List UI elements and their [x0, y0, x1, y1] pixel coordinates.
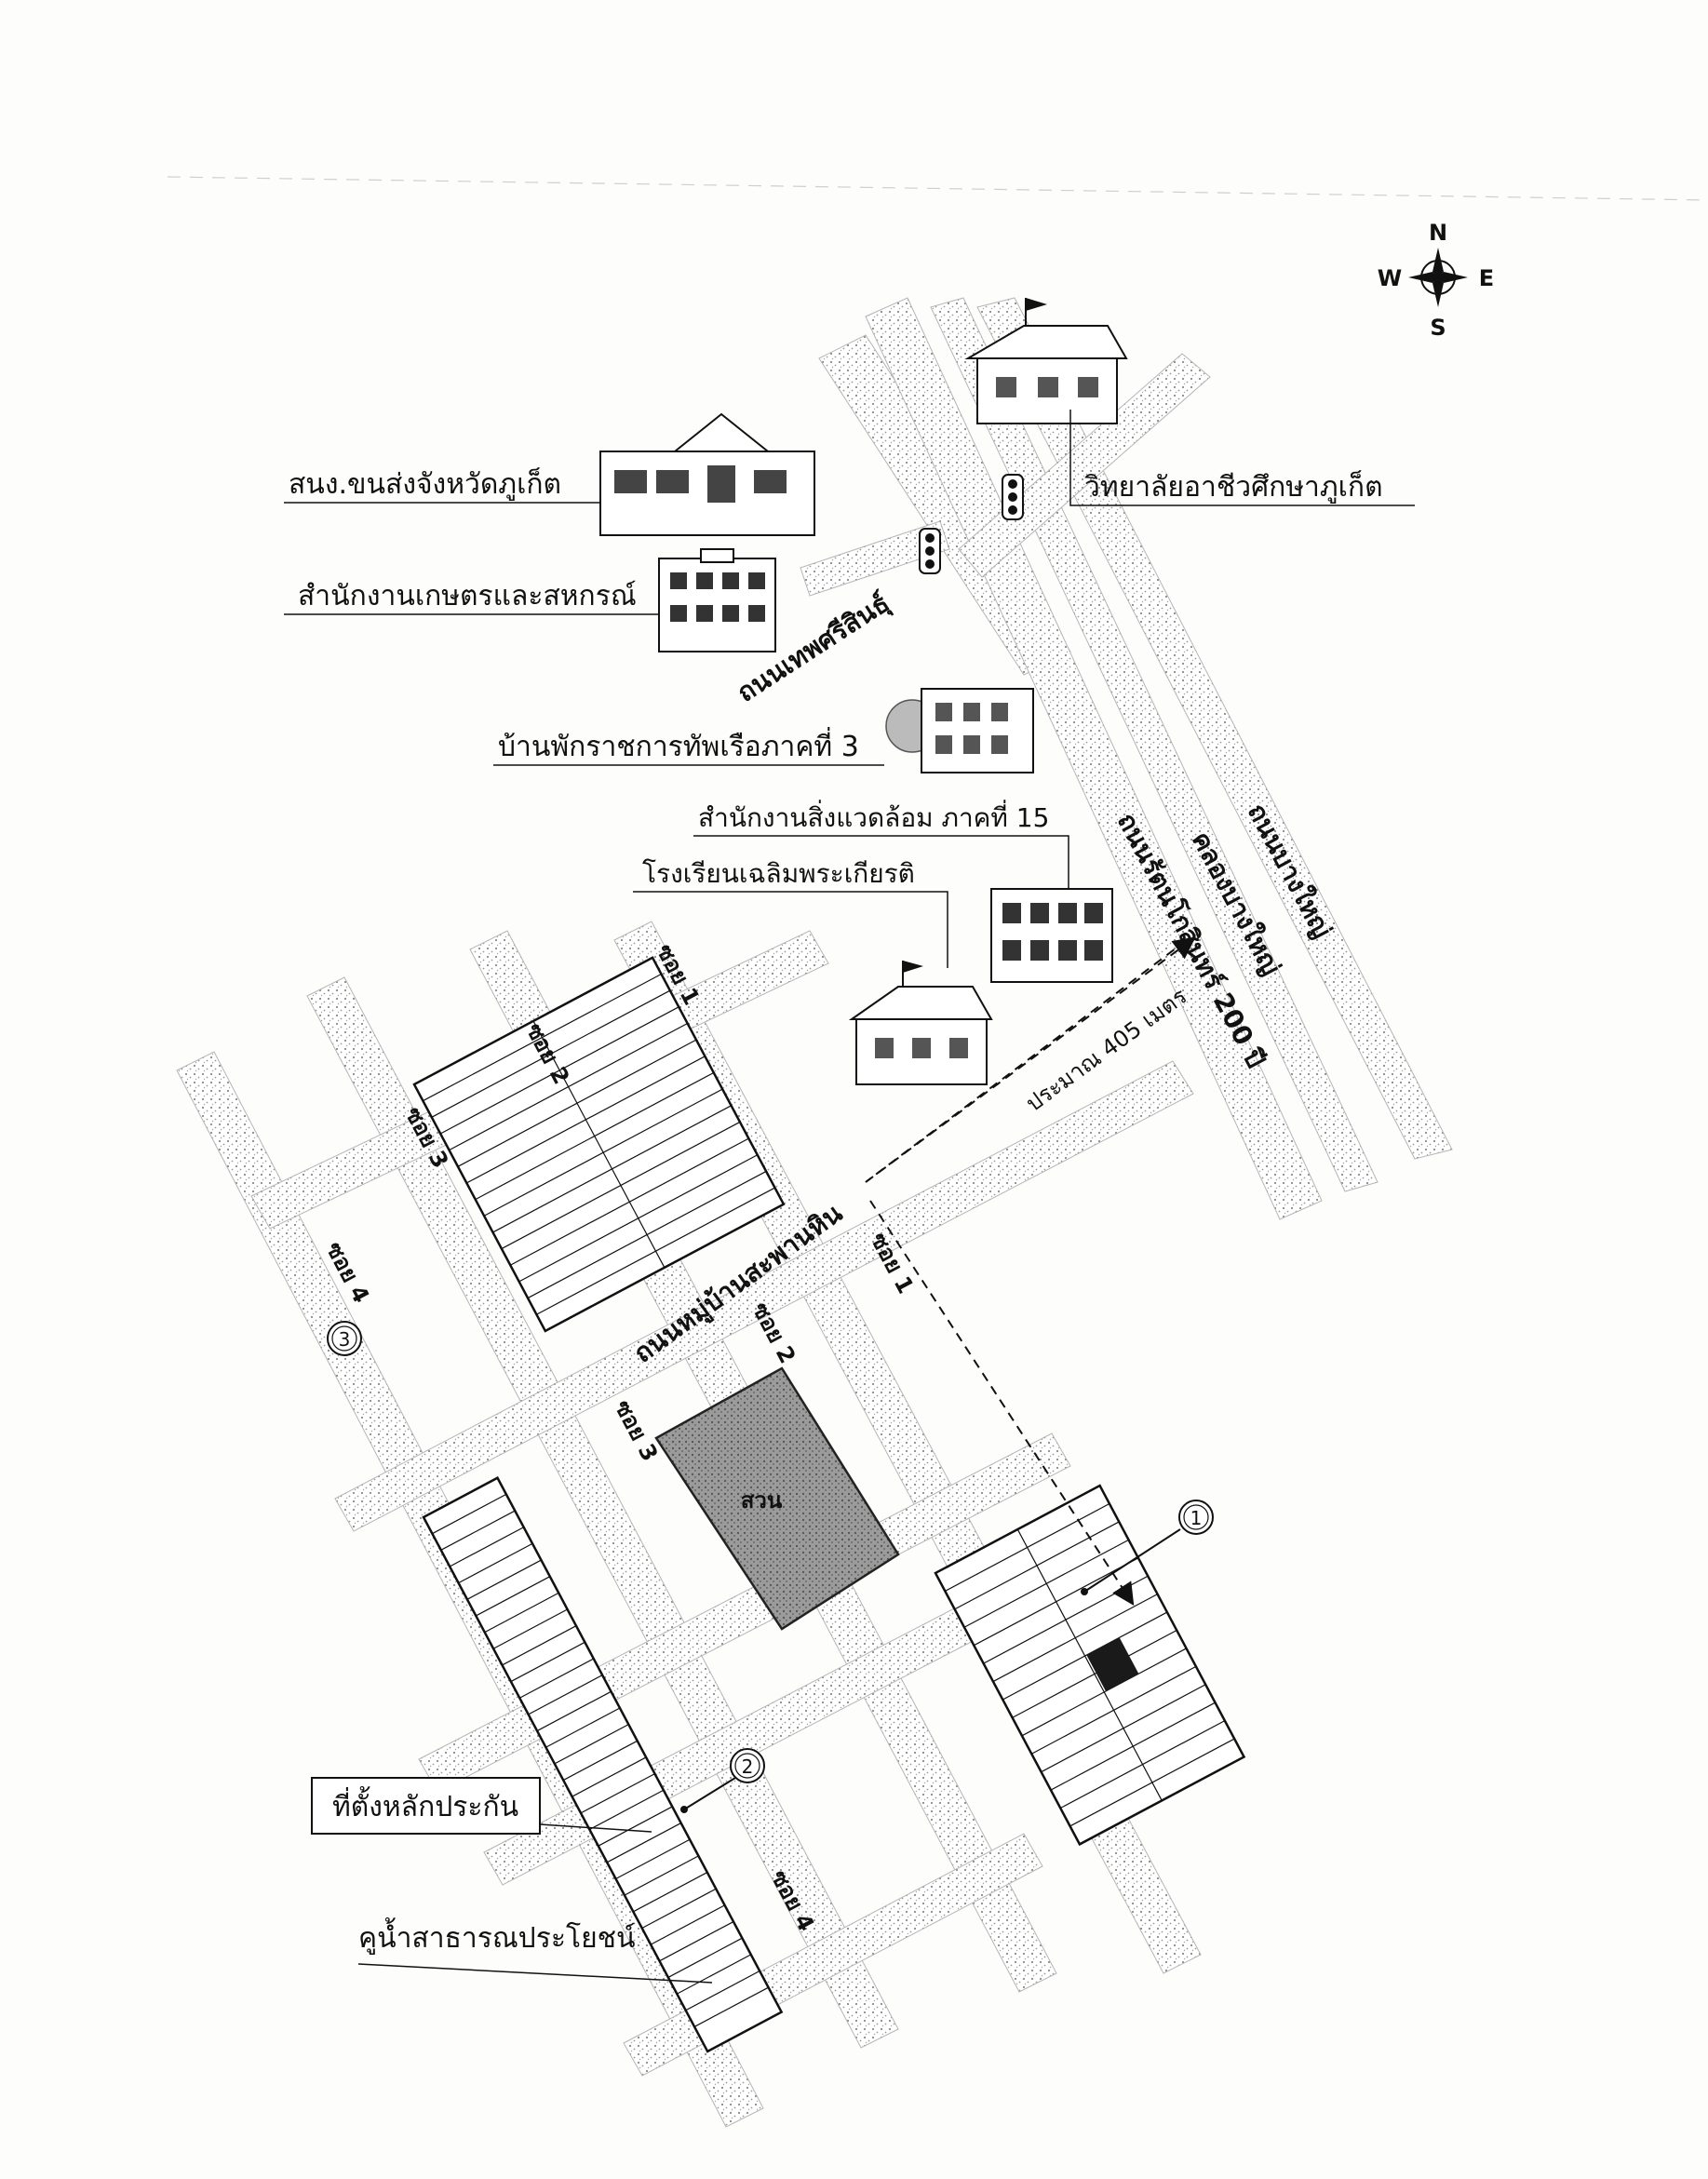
- label-transport: สนง.ขนส่งจังหวัดภูเก็ต: [289, 466, 561, 501]
- label-navy-housing: บ้านพักราชการทัพเรือภาคที่ 3: [498, 727, 859, 763]
- legend-collateral: ที่ตั้งหลักประกัน: [311, 1777, 652, 1835]
- legend-canal: คูน้ำสาธารณประโยชน์: [357, 1917, 713, 1984]
- scan-artifact-line: [167, 176, 1708, 201]
- env-office-building-icon: [990, 888, 1113, 983]
- marker-3-label: 3: [339, 1328, 351, 1351]
- compass-s: S: [1430, 315, 1446, 341]
- transport-office-building-icon: [599, 412, 815, 536]
- housing-block-east: [934, 1484, 1246, 1847]
- compass-w: W: [1378, 265, 1402, 291]
- marker-2: 2: [680, 1748, 765, 1813]
- housing-block-west: [422, 1476, 784, 2053]
- legend-canal-label: คูน้ำสาธารณประโยชน์: [358, 1917, 636, 1955]
- agri-office-building-icon: [658, 548, 776, 652]
- cross-street-saphan-hin: [334, 1060, 1194, 1532]
- label-soi3-lower: ซอย 3: [610, 1396, 664, 1466]
- compass-e: E: [1479, 265, 1494, 291]
- label-env-office: สำนักงานสิ่งแวดล้อม ภาคที่ 15: [698, 800, 1049, 833]
- label-agri-office: สำนักงานเกษตรและสหกรณ์: [298, 580, 637, 612]
- legend-collateral-label: ที่ตั้งหลักประกัน: [332, 1786, 518, 1823]
- marker-1-label: 1: [1190, 1507, 1203, 1529]
- collateral-plot: [1086, 1637, 1139, 1691]
- college-building-icon: [964, 298, 1128, 424]
- park-label: สวน: [741, 1487, 783, 1513]
- park-area: สวน: [654, 1366, 900, 1631]
- label-college: วิทยาลัยอาชีวศึกษาภูเก็ต: [1084, 469, 1383, 504]
- traffic-light-icon-2: [1002, 474, 1024, 520]
- school-building-icon: [848, 961, 993, 1085]
- road-rattanakosin: [865, 297, 1323, 1220]
- housing-block-north: [412, 956, 786, 1333]
- marker-3: 3: [327, 1321, 362, 1356]
- landmark-leaders: [284, 410, 1415, 968]
- compass-n: N: [1429, 220, 1447, 246]
- road-northwest: [800, 520, 950, 597]
- traffic-light-icon-1: [919, 528, 941, 574]
- compass-rose: N S E W: [1378, 220, 1494, 341]
- marker-1: 1: [1081, 1500, 1214, 1595]
- marker-2-label: 2: [742, 1755, 754, 1778]
- road-bang-yai: [976, 297, 1453, 1160]
- label-soi2-lower: ซอย 2: [747, 1298, 801, 1368]
- navy-housing-building-icon: [885, 688, 1034, 773]
- label-school: โรงเรียนเฉลิมพระเกียรติ: [642, 858, 915, 889]
